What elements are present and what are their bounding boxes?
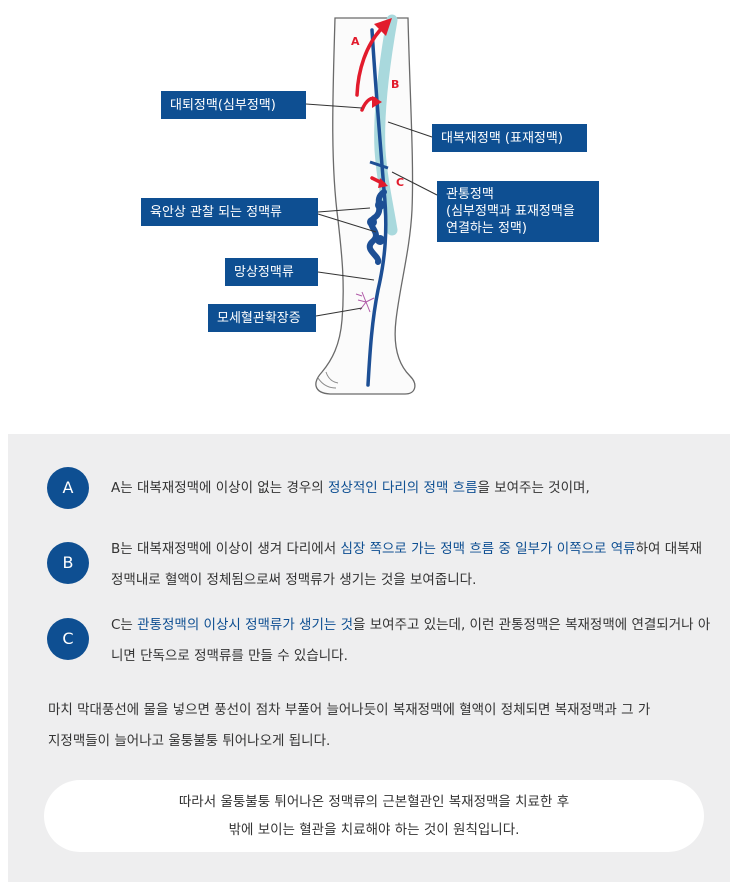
label-reticular-text: 망상정맥류 [234,265,294,280]
item-b-text: B는 대복재정맥에 이상이 생겨 다리에서 심장 쪽으로 가는 정맥 흐름 중 … [111,534,711,596]
note-line1: 따라서 울퉁불퉁 튀어나온 정맥류의 근본혈관인 복재정맥을 치료한 후 [178,794,570,810]
label-telangiectasia: 모세혈관확장증 [208,304,316,332]
item-a-pre: A는 대복재정맥에 이상이 없는 경우의 [111,480,328,496]
label-perforator-line1: 관통정맥 [446,187,494,202]
label-perforator: 관통정맥 (심부정맥과 표재정맥을 연결하는 정맥) [437,181,599,242]
label-visible-varicose: 육안상 관찰 되는 정맥류 [141,198,318,226]
vein-diagram: A B C 대퇴정맥(심부정맥) 대복재정맥 (표재정맥) 육안상 관찰 되는 … [0,0,737,432]
item-c-text: C는 관통정맥의 이상시 정맥류가 생기는 것을 보여주고 있는데, 이런 관통… [111,610,711,672]
label-great-saphenous: 대복재정맥 (표재정맥) [432,124,587,152]
leg-outline [315,17,416,395]
item-a-post: 을 보여주는 것이며, [477,480,590,496]
item-b-highlight: 심장 쪽으로 가는 정맥 흐름 중 일부가 이쪽으로 역류 [340,541,636,557]
spider-veins [355,291,375,313]
note-box: 따라서 울퉁불퉁 튀어나온 정맥류의 근본혈관인 복재정맥을 치료한 후 밖에 … [44,780,704,852]
item-c-pre: C는 [111,617,138,633]
label-telangiectasia-text: 모세혈관확장증 [217,311,301,326]
item-c-highlight: 관통정맥의 이상시 정맥류가 생기는 것 [137,617,354,633]
summary-text: 마치 막대풍선에 물을 넣으면 풍선이 점차 부풀어 늘어나듯이 복재정맥에 혈… [48,702,651,749]
note-line2: 밖에 보이는 혈관을 치료해야 하는 것이 원칙입니다. [228,822,520,838]
label-perforator-line3: 연결하는 정맥) [446,221,527,236]
label-reticular: 망상정맥류 [225,258,318,286]
item-b-post: 하여 대복재정맥내로 혈액이 정체됨으로써 정맥류가 생기는 것을 보여줍니다. [111,541,702,588]
item-b-pre: B는 대복재정맥에 이상이 생겨 다리에서 [111,541,341,557]
item-a-highlight: 정상적인 다리의 정맥 흐름 [328,480,478,496]
item-a-text: A는 대복재정맥에 이상이 없는 경우의 정상적인 다리의 정맥 흐름을 보여주… [111,473,711,504]
marker-b: B [391,78,399,91]
label-perforator-line2: (심부정맥과 표재정맥을 [446,204,575,219]
marker-c: C [396,176,404,189]
label-visible-varicose-text: 육안상 관찰 되는 정맥류 [150,205,282,220]
badge-b: B [47,542,89,584]
info-panel: A A는 대복재정맥에 이상이 없는 경우의 정상적인 다리의 정맥 흐름을 보… [8,434,730,882]
label-deep-vein-text: 대퇴정맥(심부정맥) [170,98,276,113]
marker-a: A [351,35,360,48]
perforator-vein [369,160,389,170]
leader-lines [305,103,438,317]
label-great-saphenous-text: 대복재정맥 (표재정맥) [441,131,563,146]
item-c-post: 을 보여주고 있는데, 이런 관통정맥은 복재정맥에 연결되거나 아니면 단독으… [111,617,711,664]
badge-a: A [47,467,89,509]
label-deep-vein: 대퇴정맥(심부정맥) [161,91,306,119]
leg-illustration: A B C [305,14,438,395]
badge-c: C [47,618,89,660]
